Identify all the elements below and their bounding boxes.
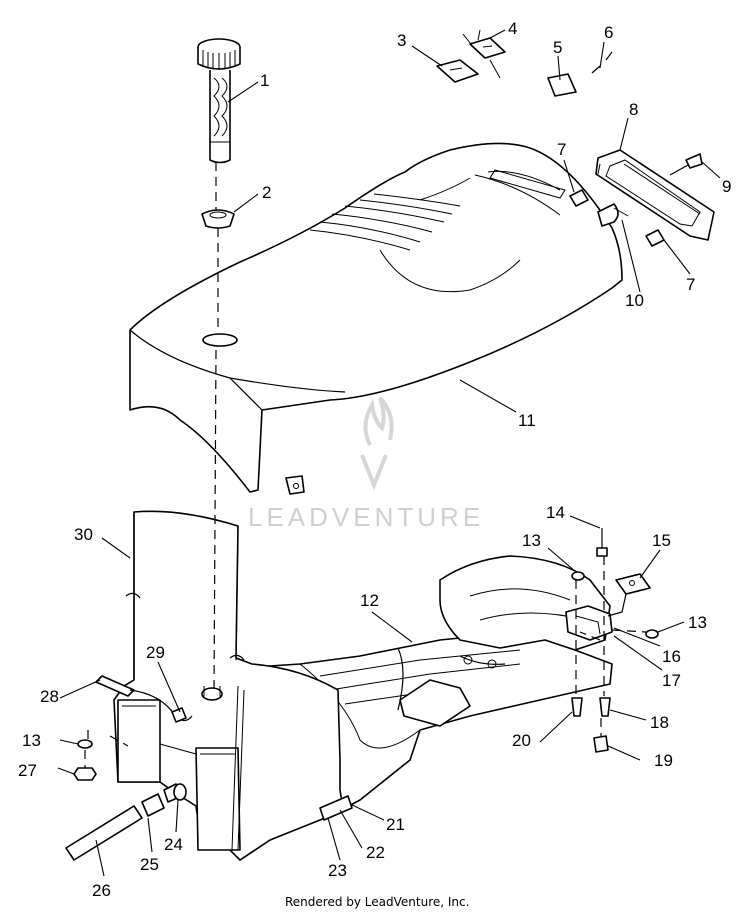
callout-17: 17	[662, 671, 681, 690]
callout-26: 26	[92, 881, 111, 900]
callout-2: 2	[262, 183, 271, 202]
callout-15: 15	[652, 531, 671, 550]
callout-14: 14	[546, 503, 565, 522]
callout-22: 22	[366, 843, 385, 862]
callout-7-upper: 7	[557, 140, 566, 159]
rivet-part	[591, 51, 613, 74]
emblem-pad-part	[436, 59, 479, 83]
callout-13-left: 13	[22, 731, 41, 750]
callout-20: 20	[512, 731, 531, 750]
emblem-part	[462, 29, 506, 79]
callout-7-lower: 7	[686, 275, 695, 294]
washer-part	[77, 571, 659, 749]
vent-hose-part	[95, 675, 193, 723]
callout-4: 4	[508, 19, 517, 38]
plate-part	[547, 73, 577, 97]
flame-chevron-logo-icon	[360, 396, 394, 491]
callout-10: 10	[625, 291, 644, 310]
callout-21: 21	[386, 815, 405, 834]
callout-11: 11	[518, 411, 536, 430]
screw-set-part	[571, 556, 647, 753]
bracket-part	[565, 605, 613, 641]
fuel-tank-part	[113, 510, 353, 861]
bulb-socket-part	[597, 203, 629, 227]
callout-5: 5	[553, 38, 562, 57]
callout-3: 3	[397, 31, 406, 50]
bolt-part	[596, 528, 608, 557]
screw-part	[669, 153, 703, 176]
clip-part	[607, 573, 651, 617]
callout-27: 27	[18, 761, 37, 780]
alignment-lines	[84, 162, 219, 768]
callout-6: 6	[604, 23, 613, 42]
nut-part	[73, 767, 97, 781]
render-credit: Rendered by LeadVenture, Inc.	[285, 895, 469, 909]
callout-8: 8	[629, 100, 638, 119]
leader-lines	[57, 29, 721, 877]
watermark: LEADVENTURE	[248, 396, 484, 532]
callout-1: 1	[260, 71, 269, 90]
seat-part	[129, 142, 623, 495]
fuel-line-part	[65, 783, 187, 861]
fuel-cap-part	[197, 38, 241, 164]
callout-30: 30	[74, 525, 93, 544]
callout-23: 23	[328, 861, 347, 880]
callout-labels: 1 2 3 4 5 6 7 7 8 9 10 11 12 13 13 13 14…	[18, 19, 731, 900]
callout-19: 19	[654, 751, 673, 770]
callout-12: 12	[360, 591, 379, 610]
callout-13-right: 13	[688, 613, 707, 632]
watermark-text: LEADVENTURE	[248, 502, 484, 532]
callout-29: 29	[146, 643, 165, 662]
callout-9: 9	[722, 177, 731, 196]
bulb-part	[569, 189, 665, 247]
callout-16: 16	[662, 647, 681, 666]
callout-18: 18	[650, 713, 669, 732]
grommet-part	[201, 209, 235, 229]
callout-24: 24	[164, 835, 183, 854]
callout-28: 28	[40, 687, 59, 706]
callout-25: 25	[140, 855, 159, 874]
callout-13-upper: 13	[522, 531, 541, 550]
